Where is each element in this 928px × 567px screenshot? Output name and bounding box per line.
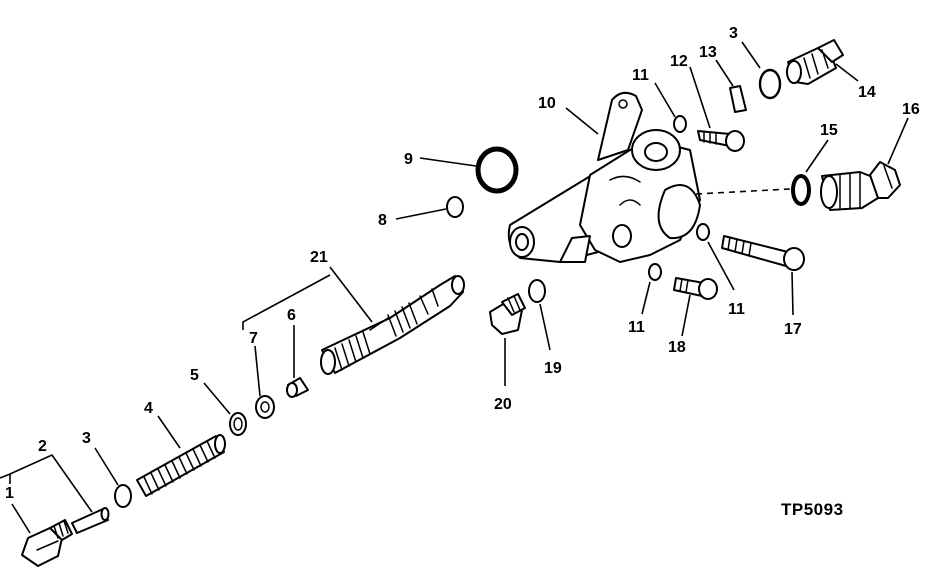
callout-11-top: 11 [632,67,649,84]
part-16-elbow-fitting [820,161,901,211]
callout-16: 16 [902,101,920,118]
part-15-o-ring [791,174,811,206]
part-17-bolt [721,235,805,271]
part-12-bolt [697,130,745,152]
callout-12: 12 [670,53,688,70]
figure-code: TP5093 [781,500,844,519]
part-11-washer-top [673,115,687,133]
part-2-pin [71,507,110,534]
callout-15: 15 [820,122,838,139]
callout-11-right: 11 [728,301,745,318]
part-7-washer [255,395,275,419]
part-9-o-ring [475,146,519,194]
valve-housing [507,91,701,263]
part-1-plug [21,519,73,567]
part-19-washer [528,279,546,303]
callout-20: 20 [494,396,512,413]
part-8-washer [446,196,464,218]
leader-lines [0,41,909,534]
callout-5: 5 [190,367,199,384]
callout-10: 10 [538,95,556,112]
part-4-spring [136,434,226,497]
callout-3-upper: 3 [729,25,738,42]
part-14-fitting [786,39,844,85]
part-18-bolt [673,277,718,300]
callout-7: 7 [249,330,258,347]
part-3-washer [114,484,132,508]
callout-17: 17 [784,321,802,338]
part-3-o-ring [758,68,782,100]
part-11-washer-bottom [648,263,662,281]
callout-2: 2 [38,438,47,455]
part-21-spool [320,275,465,375]
part-11-washer-right [696,223,710,241]
callout-18: 18 [668,339,686,356]
callout-4: 4 [144,400,153,417]
assembly-centerline [695,188,791,195]
callout-8: 8 [378,212,387,229]
part-5-washer [229,412,247,436]
callout-9: 9 [404,151,413,168]
callout-3: 3 [82,430,91,447]
callout-14: 14 [858,84,876,101]
callout-13: 13 [699,44,717,61]
callout-1: 1 [5,485,14,502]
part-13-pin [729,85,747,113]
part-20-plug [489,293,526,335]
callouts: 1 2 3 4 5 6 7 8 9 10 11 12 13 3 14 15 16… [5,25,920,502]
callout-11-bottom: 11 [628,319,645,336]
callout-21: 21 [310,249,328,266]
callout-6: 6 [287,307,296,324]
callout-19: 19 [544,360,562,377]
part-6-plug [286,377,309,398]
